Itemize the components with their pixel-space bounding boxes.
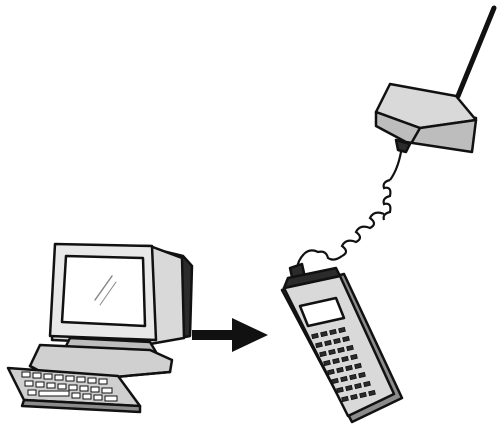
- coiled-cable-icon: [297, 146, 402, 268]
- arrow-right-icon: [192, 318, 268, 352]
- radio-base-station-icon: [376, 8, 494, 152]
